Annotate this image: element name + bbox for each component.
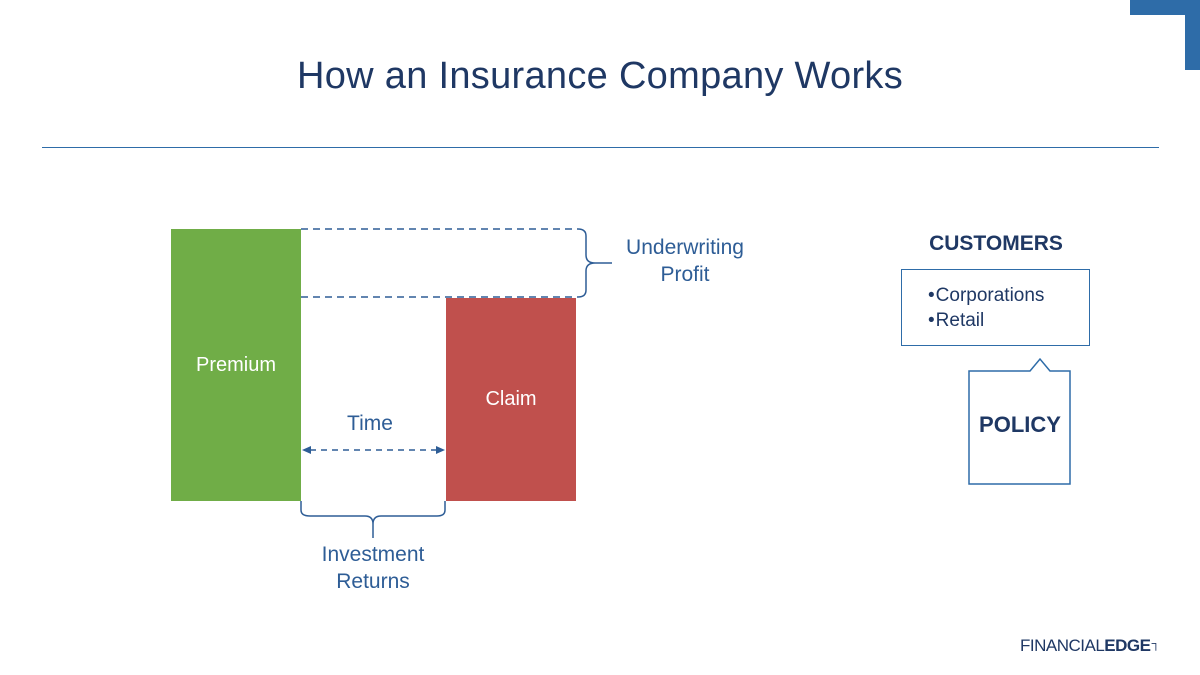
policy-label: POLICY <box>979 412 1061 437</box>
financial-edge-logo: FINANCIALEDGE┐ <box>1020 636 1160 656</box>
logo-corner-icon: ┐ <box>1151 636 1160 650</box>
underwriting-brace <box>577 228 596 298</box>
customers-box: Corporations Retail <box>901 269 1090 346</box>
investment-returns-text: Investment Returns <box>321 543 425 593</box>
investment-returns-label: Investment Returns <box>293 541 453 595</box>
logo-part-financial: FINANCIAL <box>1020 636 1105 655</box>
time-arrow-right-head <box>436 446 445 454</box>
title-divider <box>42 147 1159 148</box>
corner-accent <box>1130 0 1200 70</box>
page-title: How an Insurance Company Works <box>297 55 903 97</box>
customer-item-retail: Retail <box>928 308 1089 333</box>
policy-box <box>968 357 1071 485</box>
premium-label: Premium <box>195 353 276 376</box>
claim-bar: Claim <box>446 298 576 501</box>
underwriting-profit-text: Underwriting Profit <box>626 236 744 286</box>
customer-item-corporations: Corporations <box>928 283 1089 308</box>
investment-brace <box>300 501 446 525</box>
time-label: Time <box>347 412 393 435</box>
underwriting-profit-label: Underwriting Profit <box>605 234 765 288</box>
premium-bar: Premium <box>171 229 301 501</box>
customers-title: CUSTOMERS <box>929 232 1063 255</box>
claim-label: Claim <box>485 388 537 410</box>
time-arrow-left-head <box>302 446 311 454</box>
logo-part-edge: EDGE <box>1104 636 1151 655</box>
